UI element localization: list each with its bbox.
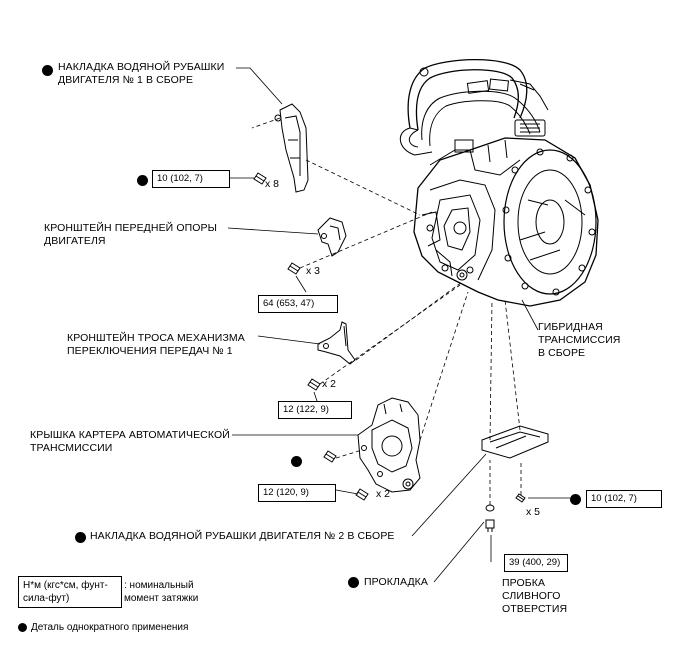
single-use-marker [570,494,581,505]
legend-unit-box: Н*м (кгс*см, фунт- сила-фут) [18,576,122,608]
single-use-marker [42,65,53,76]
label-water-jacket-cover-1: НАКЛАДКА ВОДЯНОЙ РУБАШКИ ДВИГАТЕЛЯ № 1 В… [58,61,225,86]
gasket-illustration [485,504,495,512]
single-use-marker [75,532,86,543]
label-hybrid-transmission: ГИБРИДНАЯ ТРАНСМИССИЯ В СБОРЕ [538,321,621,359]
water-jacket-cover-1-illustration [274,103,309,193]
quantity-label: x 2 [322,378,337,390]
label-gasket: ПРОКЛАДКА [364,576,428,588]
label-front-mount-bracket: КРОНШТЕЙН ПЕРЕДНЕЙ ОПОРЫ ДВИГАТЕЛЯ [44,222,218,247]
bolt-x2b-illustration [355,488,369,501]
label-water-jacket-cover-2: НАКЛАДКА ВОДЯНОЙ РУБАШКИ ДВИГАТЕЛЯ № 2 В… [90,530,395,542]
bolt-x5-illustration [515,493,526,503]
single-use-marker [137,175,148,186]
quantity-label: x 5 [526,506,541,518]
shift-cable-bracket-illustration [317,321,356,365]
water-jacket-cover-2-illustration [481,425,549,459]
bolt-x2-illustration [307,378,321,391]
torque-box: 10 (102, 7) [152,170,230,188]
label-case-cover: КРЫШКА КАРТЕРА АВТОМАТИЧЕСКОЙ ТРАНСМИССИ… [30,429,230,454]
quantity-label: x 8 [265,178,280,190]
hybrid-transmission-illustration [400,59,599,307]
front-mount-bracket-illustration [317,217,347,257]
torque-box: 39 (400, 29) [504,554,568,572]
label-shift-cable-bracket: КРОНШТЕЙН ТРОСА МЕХАНИЗМА ПЕРЕКЛЮЧЕНИЯ П… [67,332,245,357]
bolt-x3-illustration [287,262,301,275]
quantity-label: x 3 [306,265,321,277]
bolt-x8-illustration [253,172,267,185]
single-use-marker [291,456,302,467]
automatic-transaxle-case-cover-illustration [357,397,421,493]
legend-single-use-text: Деталь однократного применения [31,622,189,633]
torque-box: 12 (122, 9) [278,401,352,419]
torque-box: 12 (120, 9) [258,484,336,502]
single-use-marker [348,577,359,588]
label-drain-plug: ПРОБКА СЛИВНОГО ОТВЕРСТИЯ [502,577,568,615]
drain-plug-illustration [485,519,495,532]
bolt-single-illustration [323,450,337,463]
quantity-label: x 2 [376,488,391,500]
legend-unit-description: : номинальный момент затяжки [124,580,199,604]
torque-box: 10 (102, 7) [586,490,662,508]
torque-box: 64 (653, 47) [258,295,338,313]
legend-single-use-marker [18,623,27,632]
